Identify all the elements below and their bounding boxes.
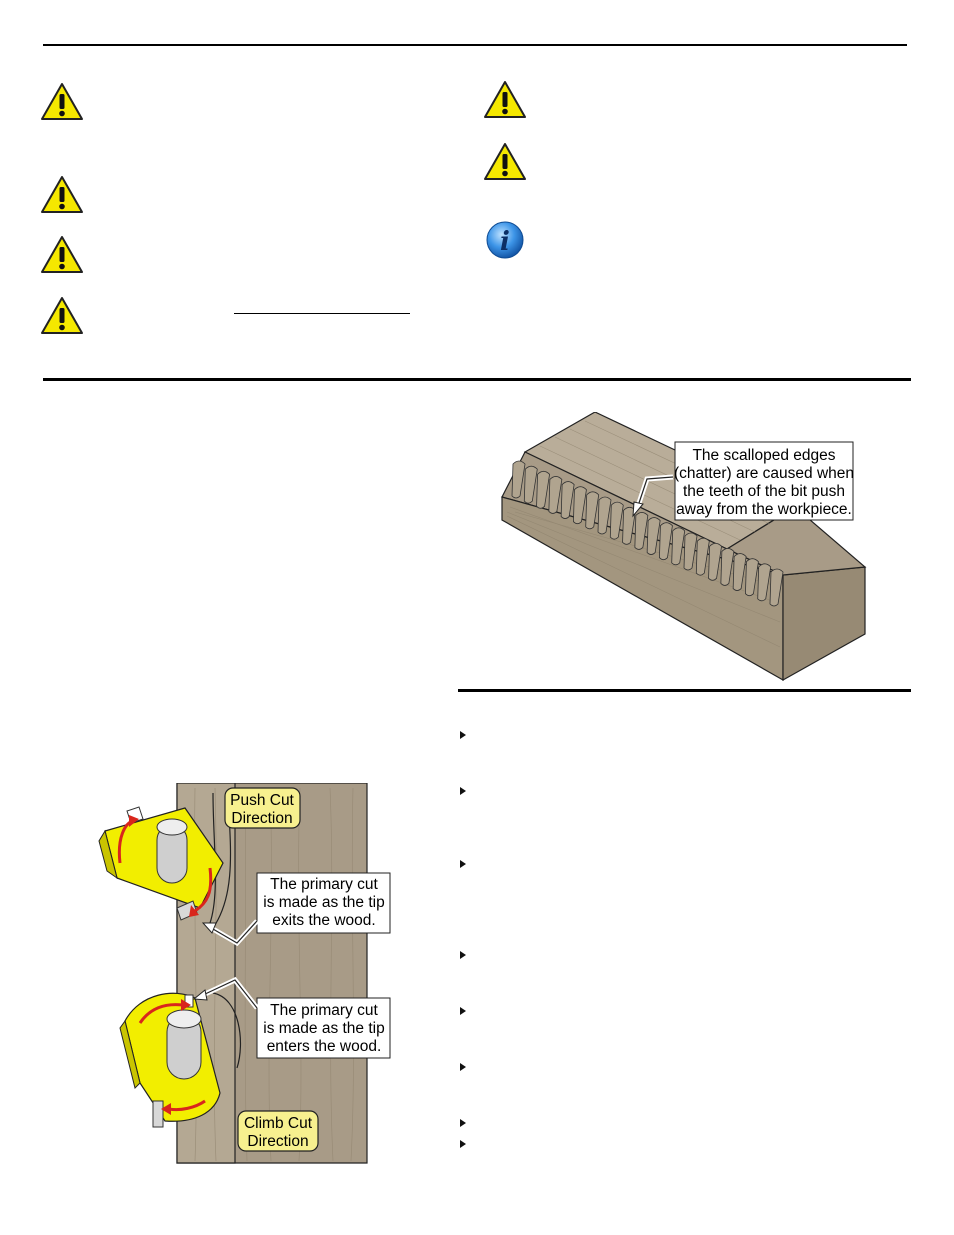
- chatter-scallop: [757, 563, 772, 602]
- chatter-callout-box: [674, 441, 854, 521]
- warning-icon: [40, 82, 84, 122]
- chatter-figure: The scalloped edges (chatter) are caused…: [495, 412, 880, 684]
- info-icon: i: [485, 220, 525, 260]
- chatter-scallop: [695, 537, 710, 576]
- chatter-scallop: [769, 568, 784, 607]
- warning-icon: [483, 80, 527, 120]
- chatter-scallop: [597, 496, 612, 535]
- chatter-scallops: [511, 460, 784, 607]
- push-cut-tag: [224, 787, 301, 829]
- push-callout-box: [256, 872, 391, 934]
- section-rule: [43, 378, 911, 381]
- push-callout-line-3: exits the wood.: [272, 912, 375, 929]
- climb-tag-line-2: Direction: [247, 1133, 308, 1150]
- bullet-arrow-icon: [459, 731, 467, 739]
- chatter-callout-line-4: away from the workpiece.: [676, 501, 852, 518]
- chatter-scallop: [634, 512, 649, 550]
- chatter-scallop: [732, 553, 747, 591]
- underline-rule: [234, 313, 410, 314]
- chatter-scallop: [745, 558, 759, 597]
- chatter-scallop: [560, 481, 575, 519]
- chatter-callout-line-1: The scalloped edges: [692, 447, 835, 464]
- top-rule: [43, 44, 907, 46]
- chatter-scallop: [659, 522, 673, 561]
- bullet-arrow-icon: [459, 860, 467, 868]
- climb-tag-line-1: Climb Cut: [244, 1115, 313, 1132]
- chatter-scallop: [523, 465, 538, 504]
- chatter-scallop: [548, 476, 563, 514]
- chatter-scallop: [646, 517, 661, 555]
- chatter-callout-line-3: the teeth of the bit push: [683, 483, 845, 500]
- warning-icon: [40, 296, 84, 336]
- chatter-scallop: [708, 542, 722, 581]
- chatter-scallop: [720, 548, 735, 586]
- climb-callout-line-1: The primary cut: [270, 1002, 378, 1019]
- climb-callout-box: [256, 997, 391, 1059]
- cut-direction-figure: Push Cut Direction The primary cut is ma…: [95, 783, 400, 1168]
- svg-text:i: i: [500, 227, 510, 257]
- chatter-scallop: [683, 532, 698, 571]
- list-rule: [458, 689, 911, 692]
- climb-cut-tag: [237, 1110, 319, 1152]
- chatter-scallop: [536, 470, 550, 509]
- bullet-arrow-icon: [459, 1140, 467, 1148]
- chatter-scallop: [622, 506, 636, 545]
- chatter-scallop: [573, 486, 587, 525]
- bullet-arrow-icon: [459, 951, 467, 959]
- warning-icon: [40, 235, 84, 275]
- bullet-arrow-icon: [459, 1119, 467, 1127]
- bullet-arrow-icon: [459, 1063, 467, 1071]
- chatter-scallop: [671, 527, 686, 566]
- push-callout-line-1: The primary cut: [270, 876, 378, 893]
- push-tag-line-2: Direction: [231, 810, 292, 827]
- chatter-scallop: [585, 491, 600, 530]
- bullet-arrow-icon: [459, 1007, 467, 1015]
- chatter-callout-line-2: (chatter) are caused when: [674, 465, 854, 482]
- climb-callout-line-2: is made as the tip: [263, 1020, 384, 1037]
- push-callout-line-2: is made as the tip: [263, 894, 384, 911]
- chatter-scallop: [609, 501, 624, 540]
- warning-icon: [40, 175, 84, 215]
- bullet-arrow-icon: [459, 787, 467, 795]
- climb-callout-line-3: enters the wood.: [267, 1038, 382, 1055]
- warning-icon: [483, 142, 527, 182]
- chatter-scallop: [511, 460, 526, 499]
- push-tag-line-1: Push Cut: [230, 792, 294, 809]
